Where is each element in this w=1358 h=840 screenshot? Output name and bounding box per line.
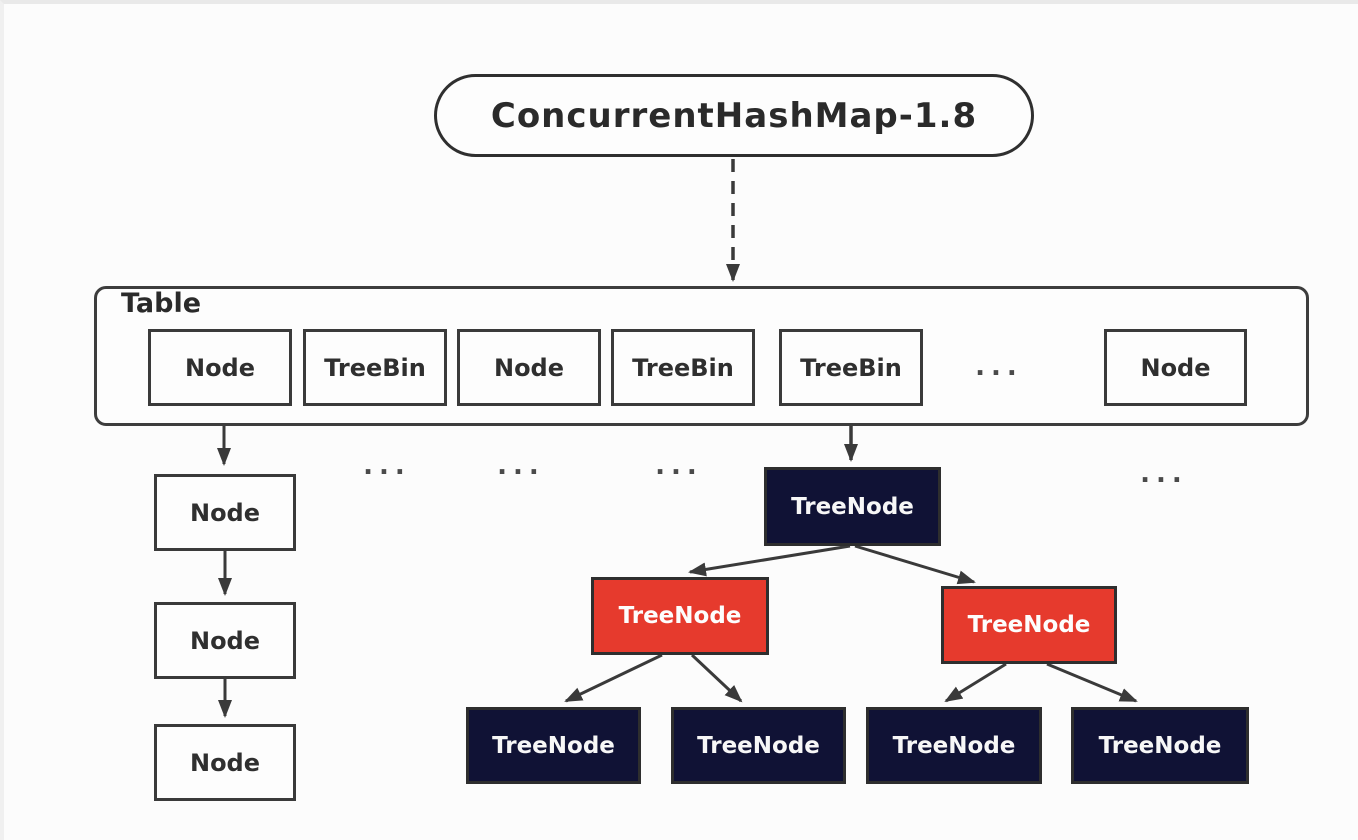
tree-leaf-treenode-2: TreeNode <box>671 707 846 784</box>
list-node-1: Node <box>154 474 296 551</box>
table-cell-node-1: Node <box>148 329 292 406</box>
tree-root-treenode: TreeNode <box>764 467 941 546</box>
ellipsis-right: ... <box>1140 459 1188 489</box>
tree-child-right-treenode: TreeNode <box>941 586 1117 664</box>
table-cell-ellipsis: ... <box>975 352 1023 382</box>
table-cell-treebin-2: TreeBin <box>611 329 755 406</box>
tree-leaf-treenode-3: TreeNode <box>866 707 1042 784</box>
tree-leaf-treenode-4: TreeNode <box>1071 707 1249 784</box>
tree-child-left-treenode: TreeNode <box>591 577 769 655</box>
list-node-3: Node <box>154 724 296 801</box>
ellipsis-below-table-3: ... <box>655 451 703 481</box>
table-cell-node-2: Node <box>457 329 601 406</box>
table-cell-node-3: Node <box>1104 329 1247 406</box>
arrow-root-to-right-child <box>854 544 976 585</box>
arrow-rightchild-to-leaf4 <box>1046 662 1138 703</box>
table-label: Table <box>121 288 202 319</box>
arrow-root-to-left-child <box>688 544 851 577</box>
connector-arrows-layer <box>217 159 1138 718</box>
ellipsis-below-table-1: ... <box>363 451 411 481</box>
arrow-rightchild-to-leaf3 <box>944 662 1007 703</box>
ellipsis-below-table-2: ... <box>497 451 545 481</box>
table-cell-treebin-1: TreeBin <box>303 329 447 406</box>
arrow-leftchild-to-leaf2 <box>690 653 743 703</box>
arrow-leftchild-to-leaf1 <box>564 653 663 703</box>
list-node-2: Node <box>154 602 296 679</box>
tree-leaf-treenode-1: TreeNode <box>466 707 641 784</box>
table-cell-treebin-3: TreeBin <box>779 329 923 406</box>
diagram-title: ConcurrentHashMap-1.8 <box>434 74 1034 157</box>
